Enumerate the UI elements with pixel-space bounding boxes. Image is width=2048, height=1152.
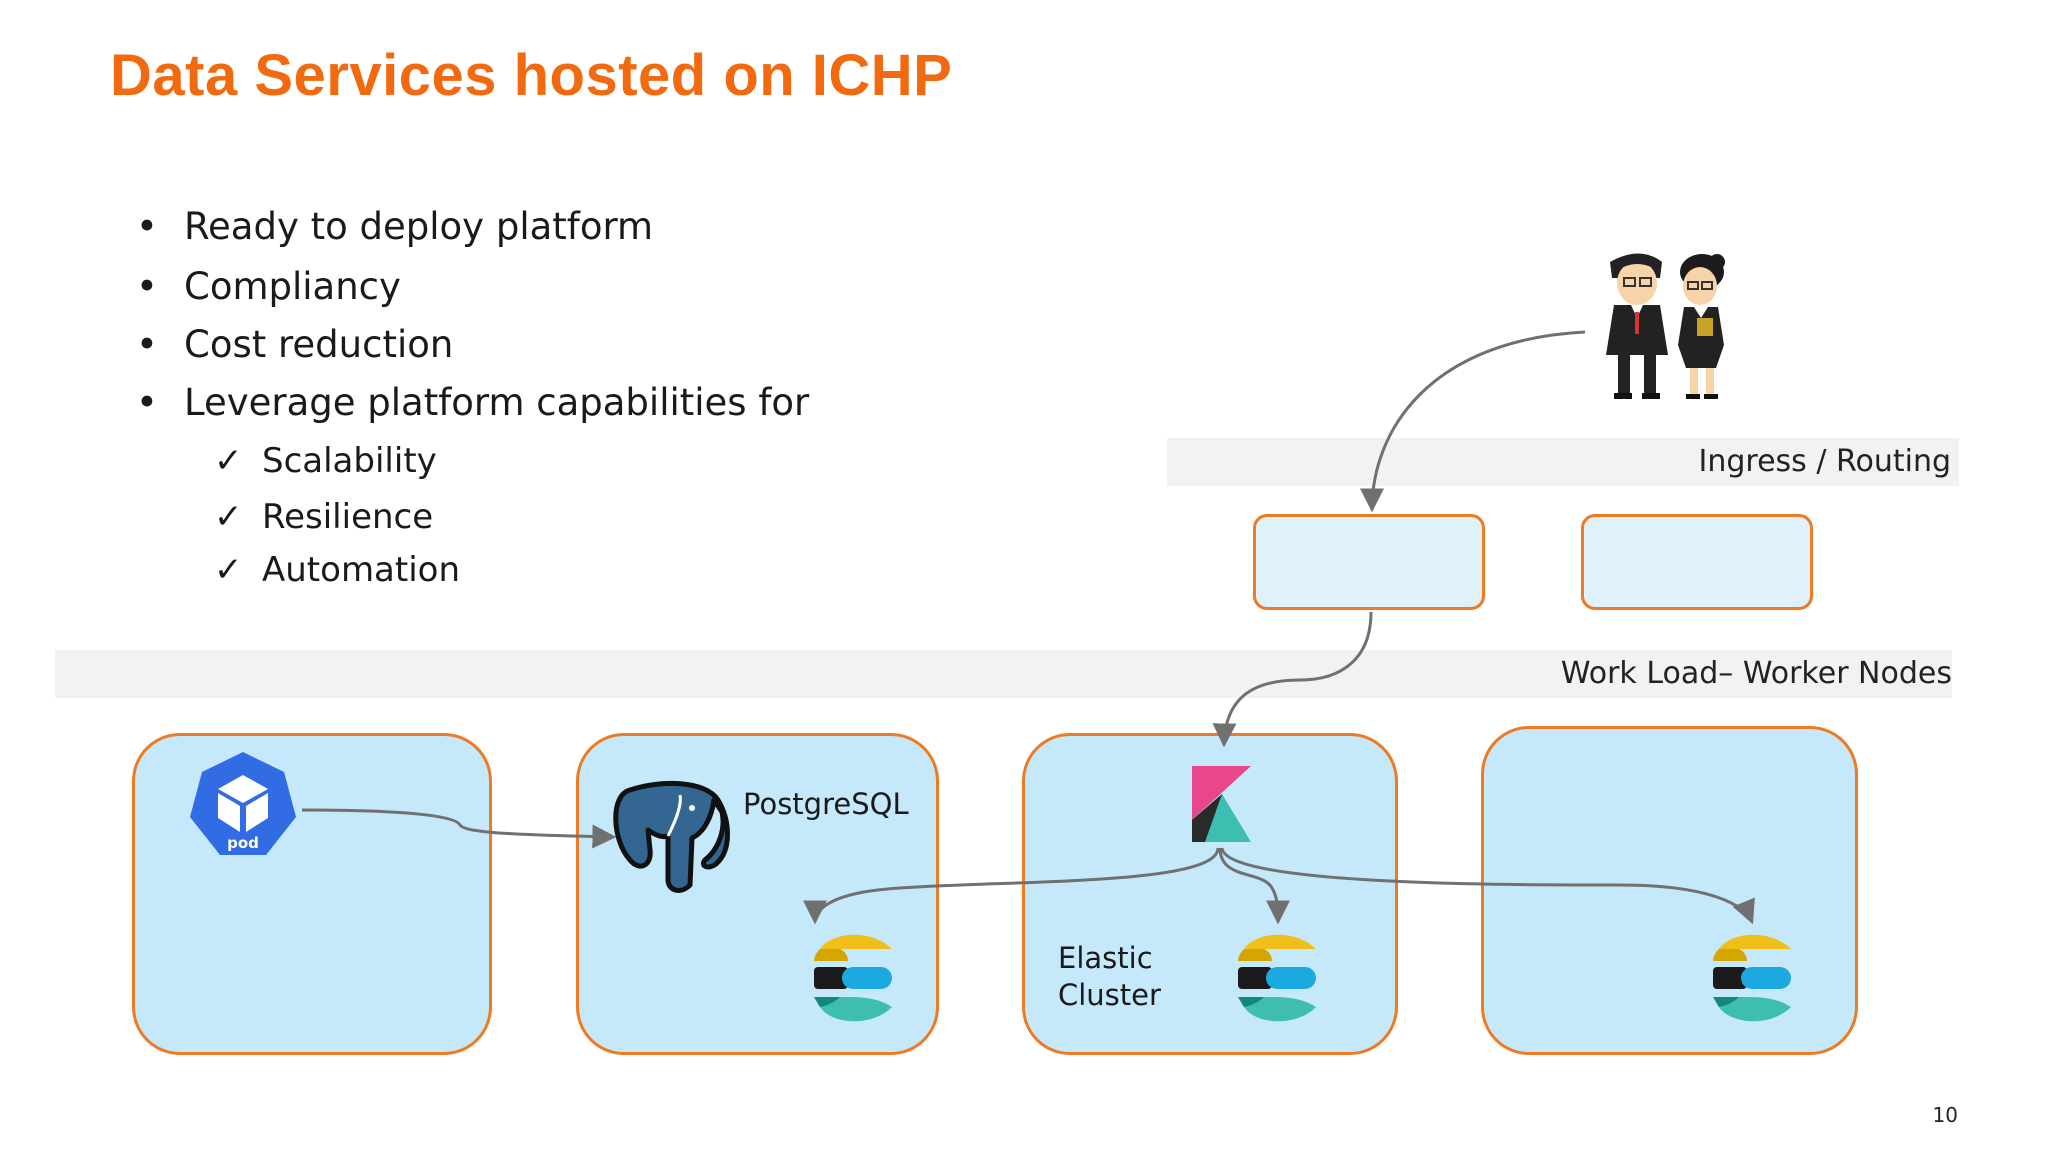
ingress-to-kibana-arrow — [1212, 611, 1373, 748]
elasticsearch-icon — [1238, 934, 1316, 1022]
kubernetes-pod-icon: pod — [190, 752, 296, 855]
bullet-dot: • — [136, 323, 158, 366]
postgresql-elephant-icon — [613, 781, 730, 893]
bullet-text: Cost reduction — [184, 323, 454, 366]
check-text: Scalability — [262, 441, 437, 481]
worker-node-pod — [132, 733, 492, 1055]
pod-text: pod — [227, 834, 259, 852]
elastic-label-line1: Elastic — [1058, 941, 1153, 975]
bullet-text: Ready to deploy platform — [184, 205, 654, 248]
checkmark-icon: ✓ — [214, 497, 243, 537]
bullet-text: Compliancy — [184, 265, 401, 308]
bullet-dot: • — [136, 265, 158, 308]
slide-title: Data Services hosted on ICHP — [110, 43, 953, 108]
pod-to-postgres-arrow — [301, 808, 617, 849]
bullet-text: Leverage platform capabilities for — [184, 381, 810, 424]
ingress-router-box — [1253, 514, 1485, 610]
elastic-cluster-label: Elastic Cluster — [1058, 940, 1161, 1014]
users-icon — [1606, 253, 1725, 399]
users-to-ingress-arrow — [1360, 330, 1586, 513]
elastic-label-line2: Cluster — [1058, 978, 1161, 1012]
bullet-dot: • — [136, 381, 158, 424]
ingress-router-box — [1581, 514, 1813, 610]
workload-label: Work Load– Worker Nodes — [1560, 656, 1952, 691]
kibana-to-elastic-mid-arrow — [1218, 847, 1290, 925]
kibana-icon — [1192, 766, 1251, 842]
postgresql-label: PostgreSQL — [743, 787, 909, 821]
check-text: Automation — [262, 550, 461, 590]
kibana-to-elastic-right-arrow — [1220, 847, 1755, 925]
ingress-routing-label: Ingress / Routing — [1698, 444, 1952, 479]
checkmark-icon: ✓ — [214, 550, 243, 590]
worker-node-empty — [1481, 726, 1858, 1055]
kibana-to-elastic-left-arrow — [803, 847, 1220, 925]
page-number: 10 — [1932, 1103, 1958, 1127]
elasticsearch-icon — [814, 934, 892, 1022]
elasticsearch-icon — [1713, 934, 1791, 1022]
checkmark-icon: ✓ — [214, 441, 243, 481]
bullet-dot: • — [136, 205, 158, 248]
ingress-routing-band: Ingress / Routing — [1167, 438, 1959, 486]
check-text: Resilience — [262, 497, 434, 537]
workload-band: Work Load– Worker Nodes — [55, 650, 1952, 698]
